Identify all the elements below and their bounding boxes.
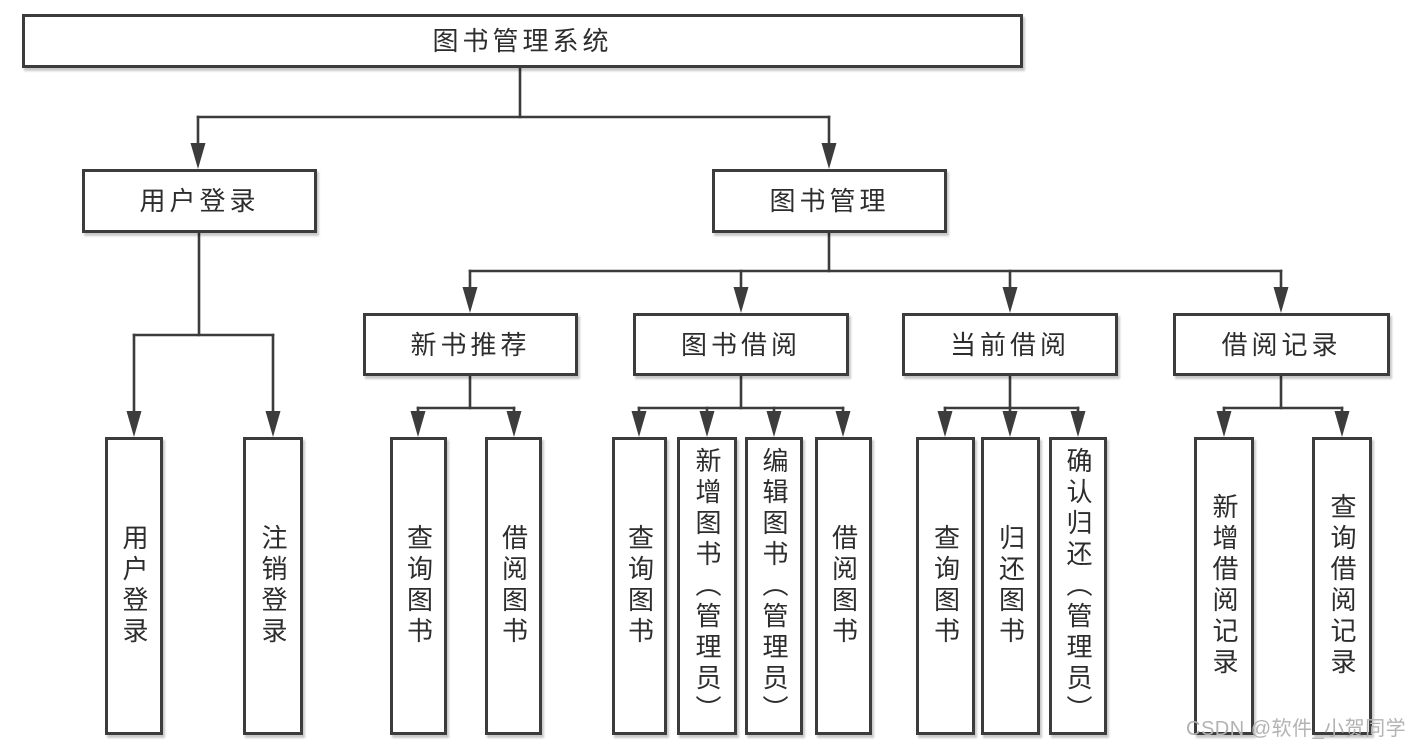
connector-book-management-children (462, 231, 1289, 313)
leaf-add-books-admin: 新增图书（管理员） (677, 437, 737, 735)
leaf-query-books-current: 查询图书 (916, 437, 975, 735)
connector-current-borrow-children (937, 374, 1086, 437)
connector-new-book-children (410, 374, 522, 437)
connector-book-borrow-children (631, 374, 851, 437)
arrow-down-icon (835, 411, 851, 437)
node-book-management: 图书管理 (712, 169, 947, 233)
leaf-borrow-books: 借阅图书 (815, 437, 872, 735)
arrow-down-icon (506, 411, 522, 437)
arrow-down-icon (410, 411, 426, 437)
node-user-login: 用户登录 (82, 169, 317, 233)
leaf-confirm-return-admin: 确认归还（管理员） (1049, 437, 1107, 735)
connector-borrow-records-children (1216, 374, 1350, 437)
node-book-management-system: 图书管理系统 (22, 14, 1023, 68)
arrow-down-icon (1002, 287, 1018, 313)
arrow-down-icon (1273, 287, 1289, 313)
csdn-watermark: CSDN @软件_小贺同学 (1186, 718, 1405, 740)
node-borrow-records: 借阅记录 (1173, 313, 1390, 376)
arrow-down-icon (1334, 411, 1350, 437)
connector-user-login-children (126, 231, 281, 437)
arrow-down-icon (126, 411, 142, 437)
arrow-down-icon (190, 143, 206, 169)
node-book-borrow: 图书借阅 (633, 313, 849, 376)
arrow-down-icon (821, 143, 837, 169)
leaf-user-login: 用户登录 (105, 437, 163, 735)
connector-root-to-branches (190, 66, 837, 169)
leaf-logout: 注销登录 (243, 437, 303, 735)
arrow-down-icon (733, 287, 749, 313)
leaf-query-borrow-record: 查询借阅记录 (1312, 437, 1372, 735)
leaf-return-books: 归还图书 (981, 437, 1040, 735)
arrow-down-icon (1002, 411, 1018, 437)
arrow-down-icon (631, 411, 647, 437)
leaf-borrow-books-recommend: 借阅图书 (485, 437, 542, 735)
leaf-add-borrow-record: 新增借阅记录 (1194, 437, 1254, 735)
node-current-borrow: 当前借阅 (902, 313, 1118, 376)
arrow-down-icon (462, 287, 478, 313)
arrow-down-icon (766, 411, 782, 437)
arrow-down-icon (265, 411, 281, 437)
leaf-edit-books-admin: 编辑图书（管理员） (745, 437, 803, 735)
leaf-query-books-recommend: 查询图书 (390, 437, 447, 735)
arrow-down-icon (937, 411, 953, 437)
arrow-down-icon (699, 411, 715, 437)
node-new-book-recommend: 新书推荐 (363, 313, 578, 376)
arrow-down-icon (1216, 411, 1232, 437)
arrow-down-icon (1070, 411, 1086, 437)
leaf-query-books-borrow: 查询图书 (612, 437, 667, 735)
